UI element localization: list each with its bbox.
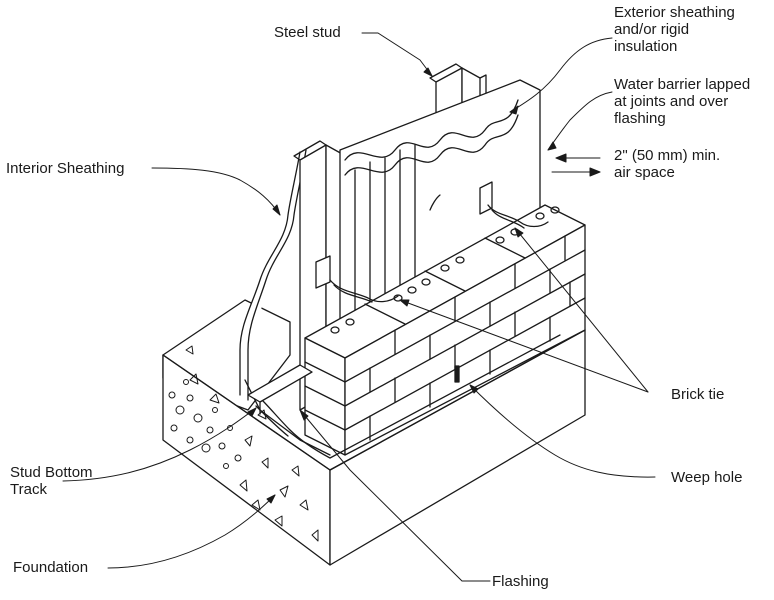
interior-sheathing-panel [239,149,307,401]
brick-core-holes [330,206,560,334]
label-exterior-sheathing: Exterior sheathing and/or rigid insulati… [614,4,735,55]
brick-tie-lower [315,255,399,303]
brick-tie-upper [479,181,549,229]
leader-lines [62,32,656,582]
foundation-block [162,299,586,566]
label-weep-hole: Weep hole [671,469,743,486]
label-brick-tie: Brick tie [671,386,725,403]
label-interior-sheathing: Interior Sheathing [6,160,125,177]
concrete-aggregate [168,345,319,542]
flashing-membrane [255,334,561,459]
label-flashing: Flashing [492,573,549,590]
label-air-space: 2" (50 mm) min. air space [614,147,721,181]
weep-hole-mark [454,365,460,383]
label-foundation: Foundation [13,559,89,576]
label-water-barrier: Water barrier lapped at joints and over … [614,76,751,127]
stud-bottom-track [247,364,313,415]
label-steel-stud: Steel stud [274,24,341,41]
label-stud-bottom-track: Stud Bottom Track [10,464,93,498]
brick-veneer [304,204,586,456]
